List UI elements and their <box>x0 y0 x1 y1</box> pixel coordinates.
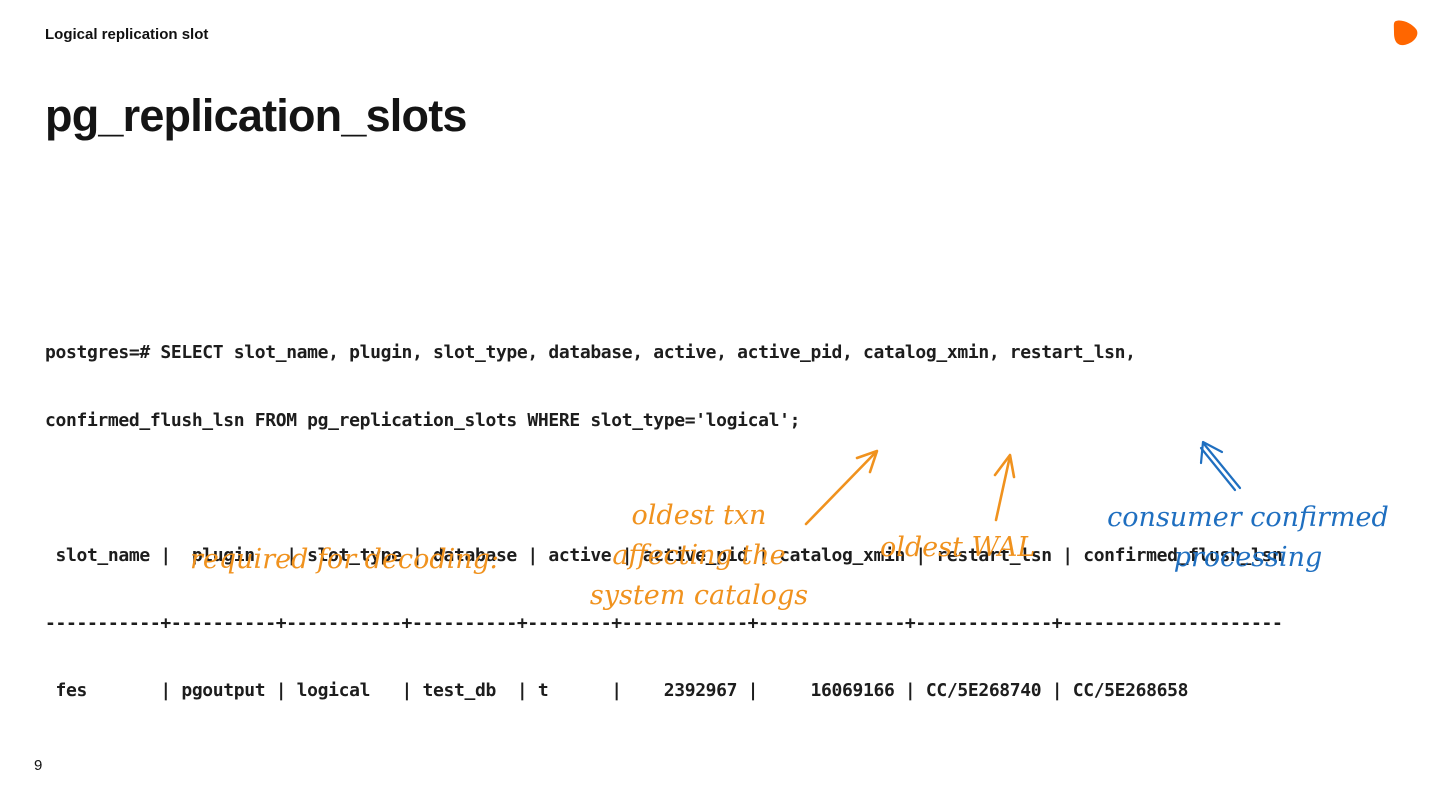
query-line: postgres=# SELECT slot_name, plugin, slo… <box>45 342 1136 363</box>
annotation-oldest-wal: oldest WAL <box>880 532 1036 563</box>
result-header-row: slot_name | plugin | slot_type | databas… <box>45 545 1283 566</box>
result-separator-row: -----------+----------+-----------+-----… <box>45 612 1283 634</box>
annotation-oldest-txn: oldest txn affecting the system catalogs <box>589 500 809 611</box>
query-line: confirmed_flush_lsn FROM pg_replication_… <box>45 409 801 431</box>
sql-console-output: postgres=# SELECT slot_name, plugin, slo… <box>45 297 1425 725</box>
arrow-catalog-xmin <box>804 449 879 526</box>
arrow-confirmed-flush-lsn <box>1199 440 1242 492</box>
arrow-restart-lsn <box>993 453 1016 522</box>
page-number: 9 <box>34 757 43 774</box>
annotation-required-for-decoding: required for decoding: <box>190 544 500 575</box>
annotation-consumer-confirmed: consumer confirmed processing <box>1107 502 1389 573</box>
orange-blob-logo-icon <box>1393 20 1418 46</box>
section-label: Logical replication slot <box>45 26 209 43</box>
result-data-row: fes | pgoutput | logical | test_db | t |… <box>45 680 1189 701</box>
slide-title: pg_replication_slots <box>45 90 467 141</box>
